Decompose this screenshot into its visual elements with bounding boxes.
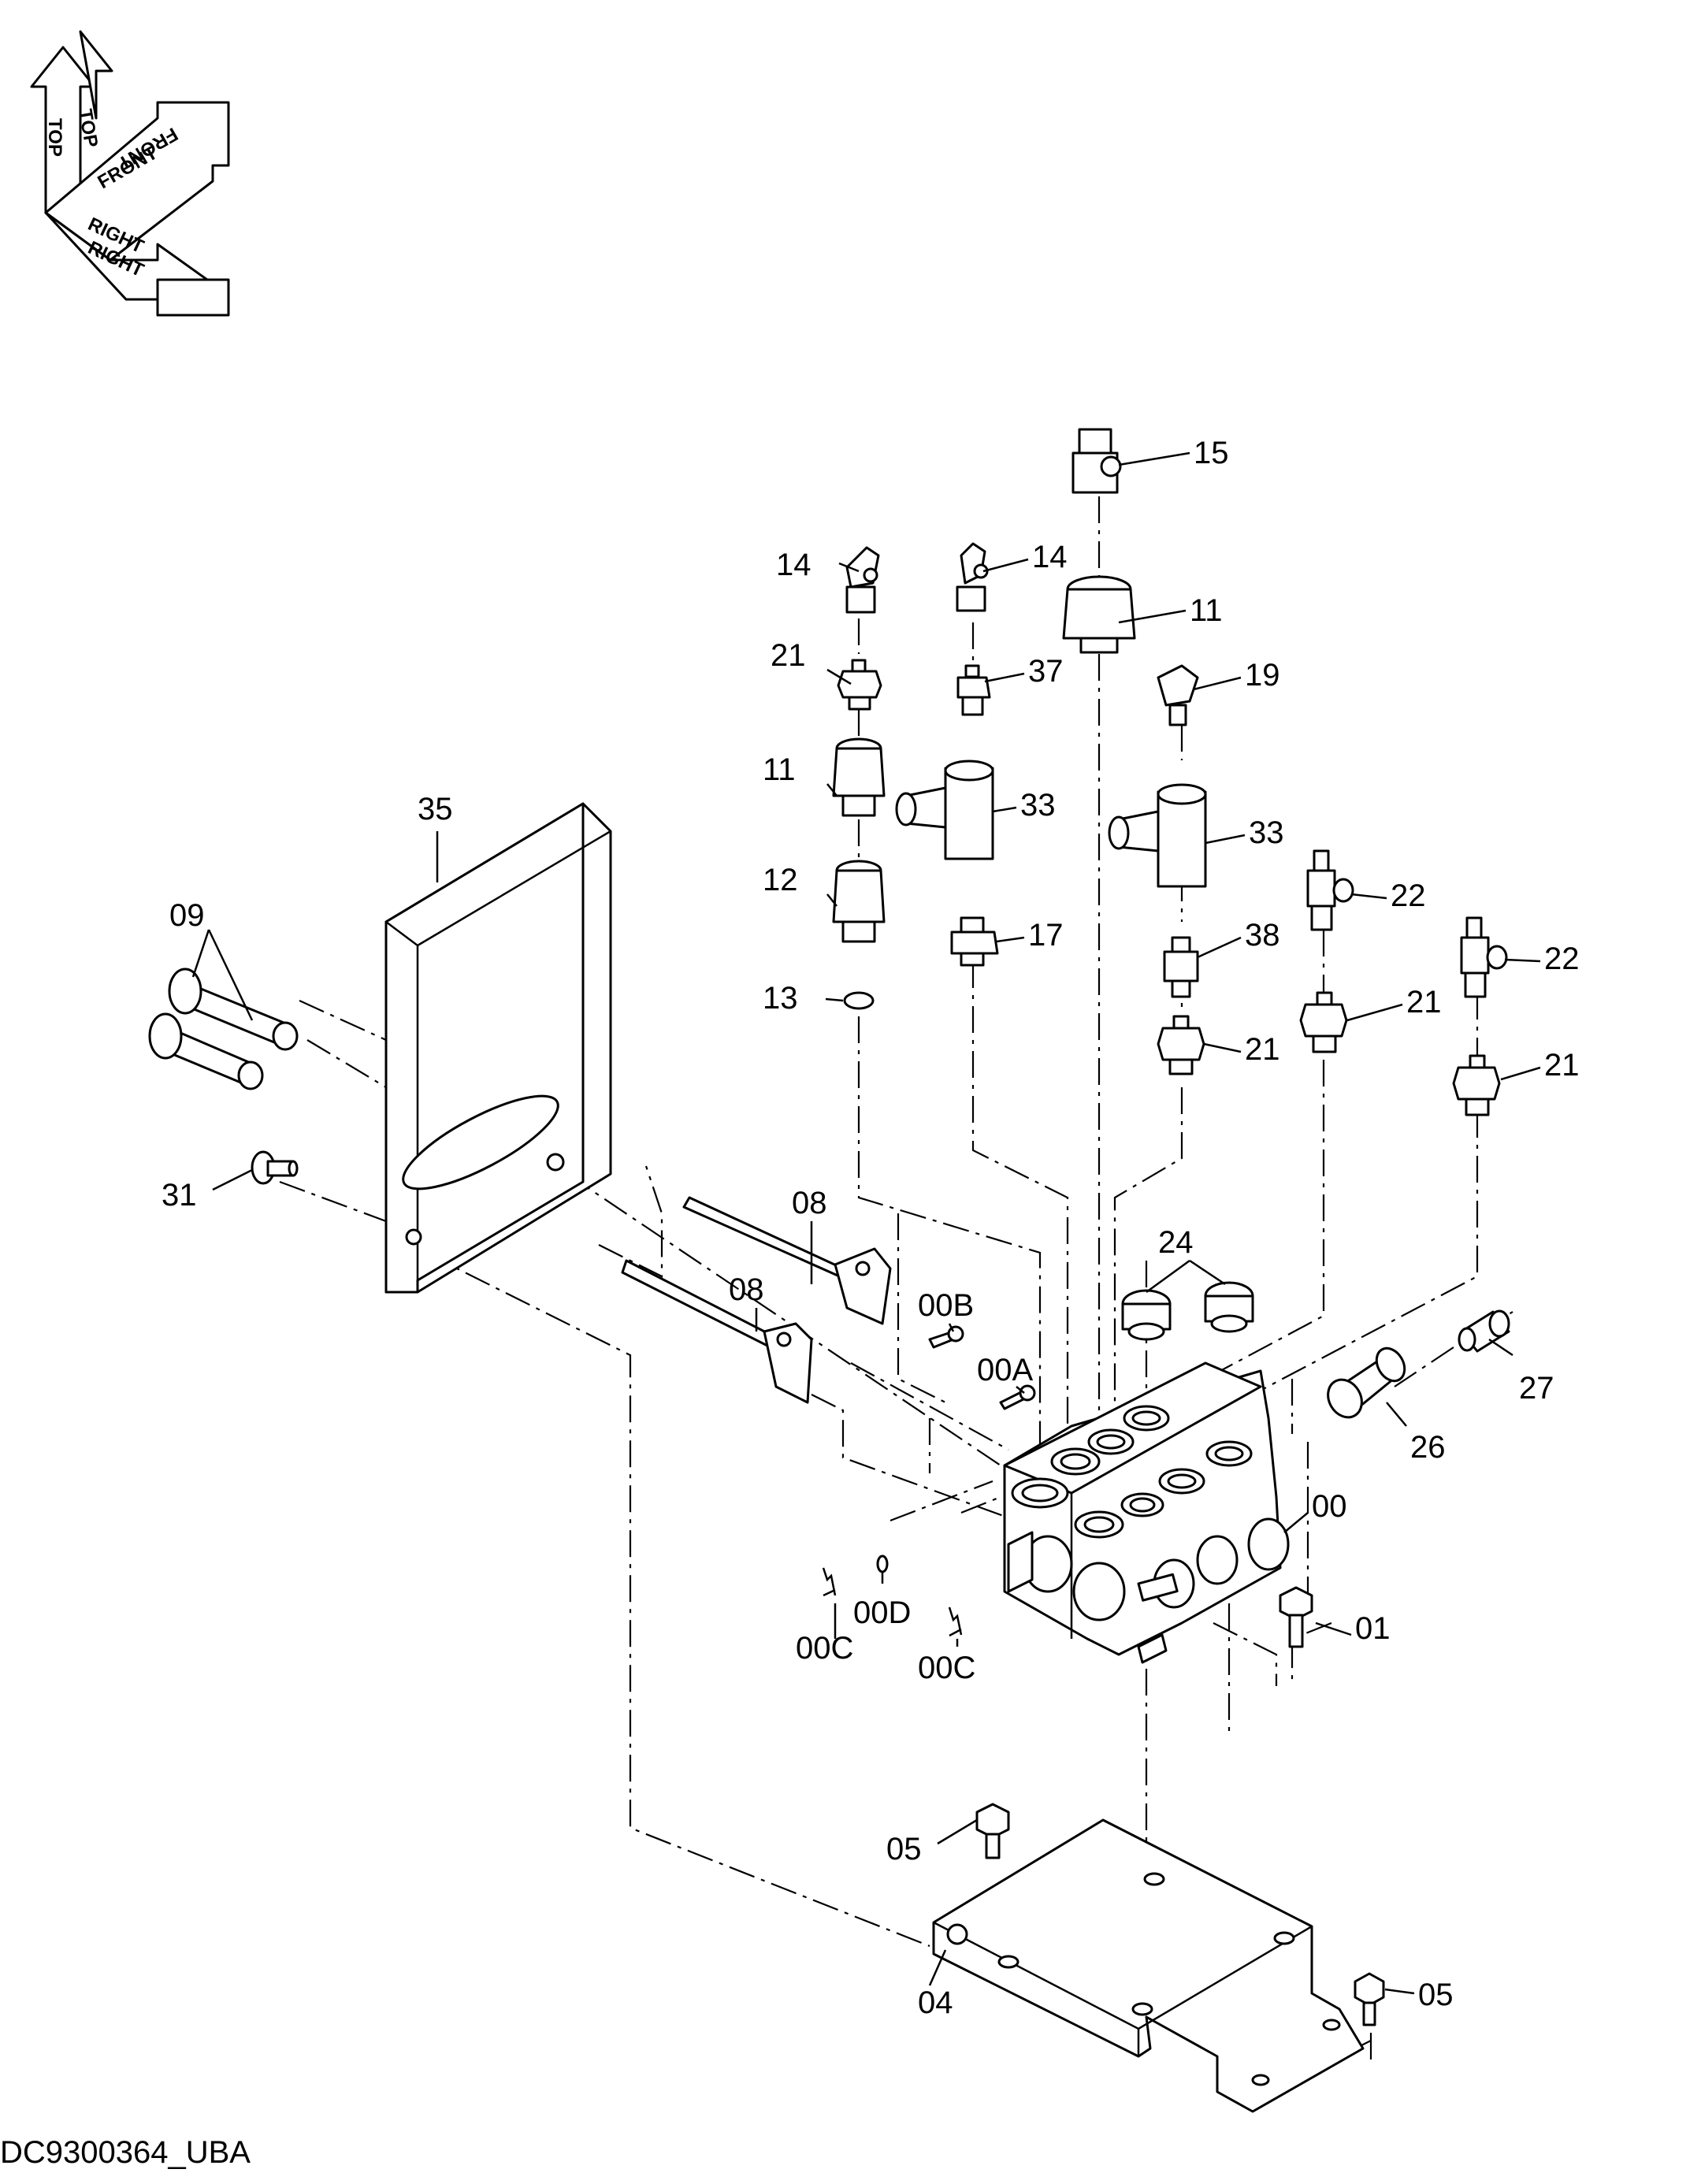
- leader-lines: [191, 451, 1541, 1995]
- fittings-column-2: [895, 542, 999, 967]
- callout-19: 19: [1245, 658, 1280, 693]
- callout-12: 12: [763, 863, 798, 897]
- callout-00c-right: 00C: [918, 1651, 975, 1685]
- callout-27: 27: [1519, 1371, 1554, 1406]
- orientation-icon: TOP TOP FRONT FRONT RIGHT RIGHT: [30, 30, 230, 317]
- part-24-plugs: [1121, 1281, 1254, 1341]
- callout-08-lower: 08: [729, 1272, 764, 1307]
- part-08-rods: [621, 1196, 892, 1404]
- callout-04: 04: [918, 1985, 953, 2020]
- part-01-bolt: [1279, 1586, 1313, 1648]
- callout-00b: 00B: [918, 1288, 974, 1323]
- orientation-top-label: TOP: [44, 118, 65, 157]
- part-04-bracket: [932, 1818, 1365, 2113]
- part-00-control-valve: [1003, 1361, 1290, 1664]
- fittings-column-5: [1299, 849, 1354, 1053]
- callout-08-upper: 08: [792, 1186, 827, 1220]
- callout-13: 13: [763, 981, 798, 1016]
- callout-00a: 00A: [977, 1353, 1033, 1387]
- callout-21-center: 21: [1245, 1032, 1280, 1067]
- screws-00a-00b: [928, 1325, 1036, 1410]
- callout-00d: 00D: [853, 1595, 911, 1630]
- part-09-tubes: [148, 968, 299, 1090]
- callout-11-left: 11: [763, 752, 796, 787]
- callout-21-left: 21: [771, 638, 806, 673]
- callout-31: 31: [162, 1178, 197, 1213]
- callout-38: 38: [1245, 918, 1280, 953]
- callout-21-right: 21: [1406, 985, 1442, 1020]
- callout-33-left: 33: [1020, 788, 1056, 823]
- callout-24: 24: [1158, 1225, 1194, 1260]
- fittings-column-3: [1062, 428, 1136, 654]
- callout-14-left: 14: [776, 548, 812, 582]
- callout-11-top: 11: [1190, 593, 1223, 628]
- drawing-number: DC9300364_UBA: [0, 2135, 251, 2170]
- callout-05-left: 05: [886, 1832, 922, 1866]
- callout-33-right: 33: [1249, 815, 1284, 850]
- callout-14-right: 14: [1032, 540, 1068, 574]
- callout-17: 17: [1028, 918, 1064, 953]
- callout-01: 01: [1355, 1611, 1391, 1646]
- callout-00c-left: 00C: [796, 1631, 853, 1666]
- fittings-column-6: [1452, 916, 1508, 1116]
- callout-22-left: 22: [1391, 878, 1426, 913]
- part-31-pin: [251, 1150, 299, 1185]
- callout-15: 15: [1194, 436, 1229, 470]
- callout-35: 35: [418, 792, 453, 826]
- callout-labels: 15 14 14 11 21 37 19 11 33 33 12 22 17 3…: [162, 436, 1580, 2020]
- callout-26: 26: [1410, 1430, 1446, 1465]
- part-35-cover-plate: [384, 802, 612, 1294]
- part-05-bolts: [975, 1803, 1385, 2026]
- center-lines: [279, 496, 1513, 2064]
- part-26-27-fittings: [1327, 1309, 1510, 1419]
- fittings-column-1: [832, 546, 886, 1010]
- callout-00: 00: [1312, 1489, 1347, 1524]
- callout-05-right: 05: [1418, 1978, 1454, 2012]
- callout-09: 09: [169, 898, 205, 933]
- fittings-column-4: [1108, 664, 1207, 1075]
- callout-22-right: 22: [1544, 942, 1580, 976]
- callout-37: 37: [1028, 654, 1064, 689]
- callout-21-far-right: 21: [1544, 1048, 1580, 1083]
